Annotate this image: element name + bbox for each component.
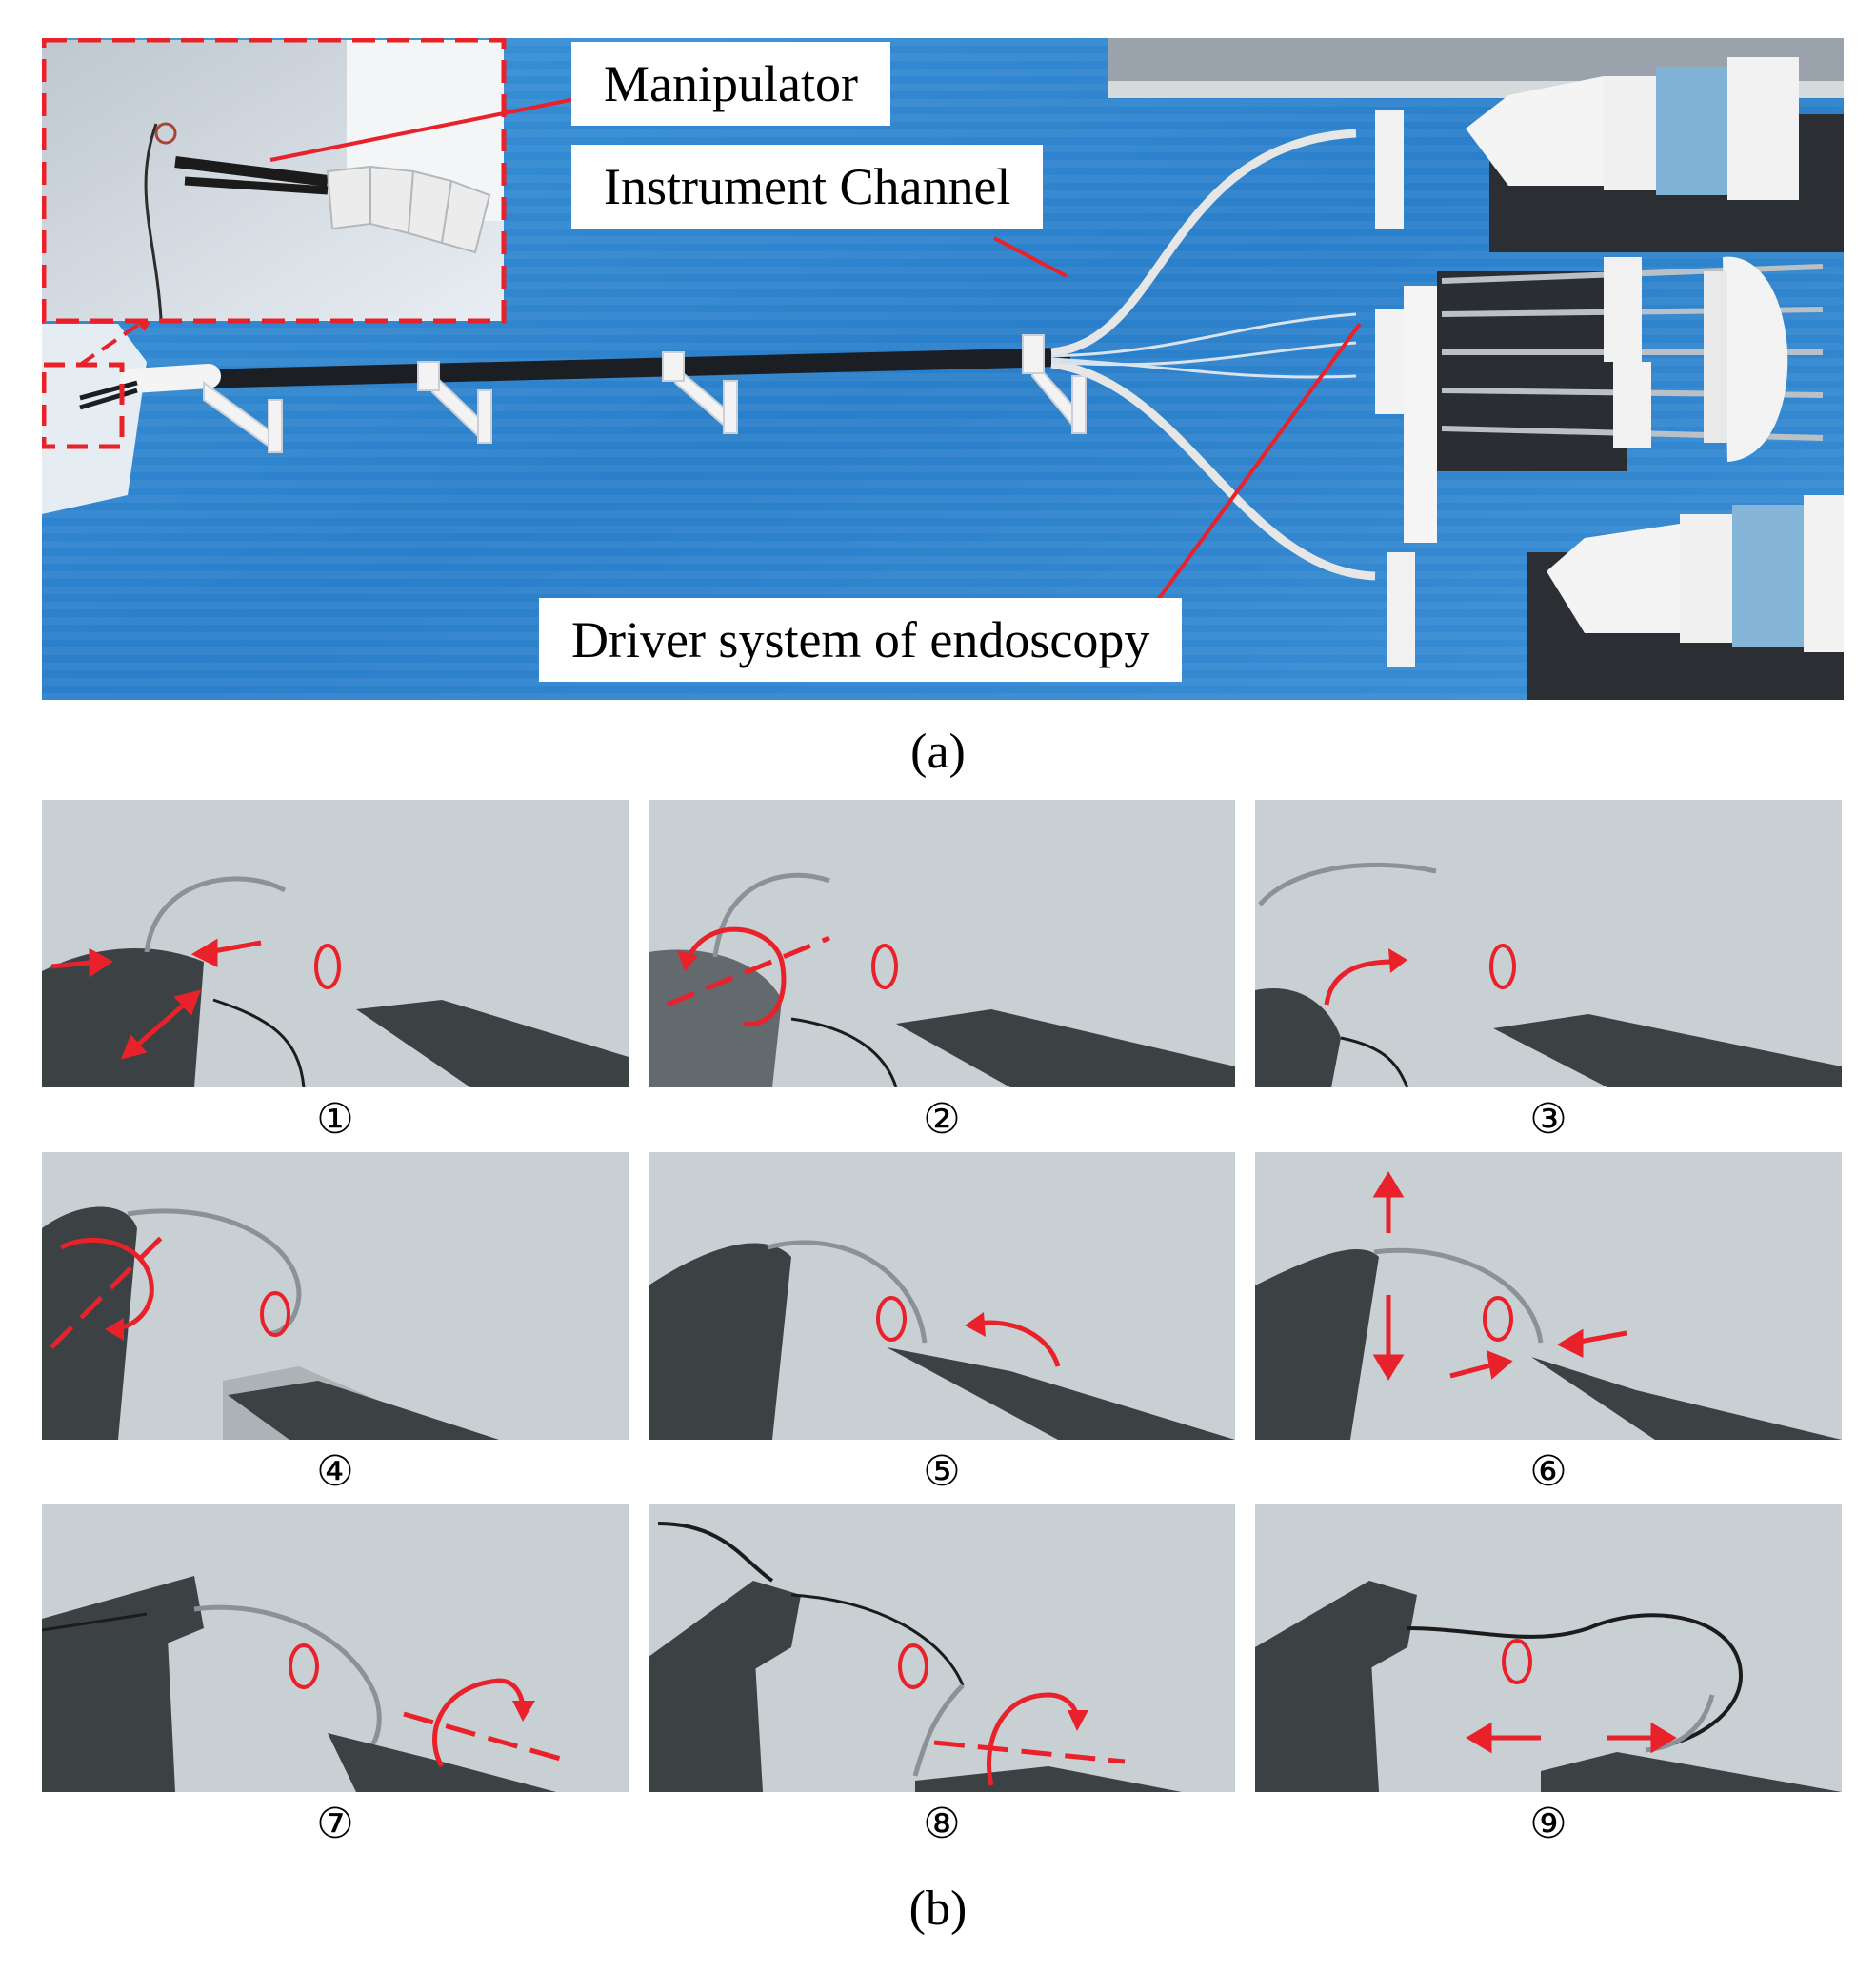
frame-1-label: ① [316, 1096, 354, 1143]
frame-1 [42, 800, 629, 1087]
frame-6-label: ⑥ [1529, 1448, 1567, 1495]
driver-system-label: Driver system of endoscopy [539, 598, 1183, 682]
frame-4-label: ④ [316, 1448, 354, 1495]
frame-9-label: ⑨ [1529, 1801, 1567, 1847]
frame-7-label: ⑦ [316, 1801, 354, 1847]
motor-unit-bottom [1527, 495, 1844, 700]
frame-9 [1255, 1504, 1842, 1792]
frame-2-label: ② [923, 1096, 961, 1143]
frame-7 [42, 1504, 629, 1792]
frame-3-label: ③ [1529, 1096, 1567, 1143]
panel-a-caption: (a) [910, 725, 966, 779]
frame-3 [1255, 800, 1842, 1087]
frame-2 [649, 800, 1235, 1087]
motor-unit-top [1466, 57, 1844, 252]
frame-6 [1255, 1152, 1842, 1440]
manipulator-label: Manipulator [571, 42, 890, 126]
instrument-channel-label: Instrument Channel [571, 145, 1044, 229]
frame-8 [649, 1504, 1235, 1792]
central-driver [1375, 256, 1824, 543]
frame-5 [649, 1152, 1235, 1440]
manipulator-inset [42, 38, 507, 324]
frame-8-label: ⑧ [923, 1801, 961, 1847]
frame-5-label: ⑤ [923, 1448, 961, 1495]
frame-4 [42, 1152, 629, 1440]
panel-b-caption: (b) [908, 1882, 968, 1936]
